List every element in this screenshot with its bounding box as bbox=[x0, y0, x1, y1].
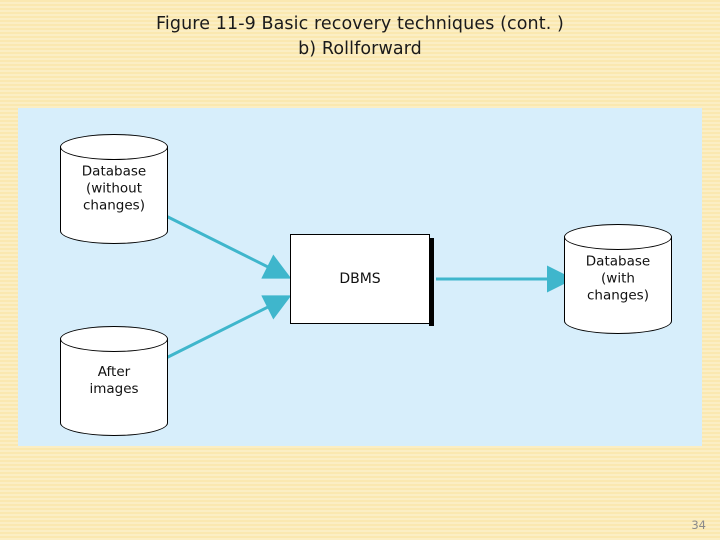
edge-after-images-to-dbms bbox=[165, 295, 292, 360]
cylinder-label-line-3: changes) bbox=[83, 197, 145, 214]
box-shadow-edge bbox=[429, 238, 434, 326]
cylinder-label-line-2: images bbox=[89, 381, 139, 397]
cylinder-label-line-2: (without bbox=[85, 180, 143, 197]
cylinder-label-line-3: changes) bbox=[587, 287, 649, 304]
cylinder-label-line-2: (with bbox=[601, 270, 635, 287]
cylinder-label: After images bbox=[60, 364, 168, 398]
cylinder-body bbox=[60, 147, 168, 231]
cylinder-database-without-changes: Database (without changes) bbox=[60, 134, 168, 244]
edge-db-without-to-dbms bbox=[165, 214, 292, 279]
cylinder-top bbox=[60, 134, 168, 160]
page-title: Figure 11-9 Basic recovery techniques (c… bbox=[0, 12, 720, 62]
cylinder-label: Database (with changes) bbox=[564, 254, 672, 305]
node-dbms-label: DBMS bbox=[339, 271, 381, 287]
cylinder-label-line-1: Database bbox=[585, 253, 651, 270]
title-line-1: Figure 11-9 Basic recovery techniques (c… bbox=[156, 14, 564, 34]
cylinder-after-images: After images bbox=[60, 326, 168, 436]
diagram-arrows bbox=[165, 214, 574, 360]
cylinder-label-line-1: Database bbox=[81, 163, 147, 180]
cylinder-top bbox=[564, 224, 672, 250]
figure-panel: Database (without changes) After images … bbox=[18, 108, 702, 446]
node-dbms: DBMS bbox=[290, 234, 434, 326]
cylinder-label-line-1: After bbox=[97, 364, 131, 380]
cylinder-label: Database (without changes) bbox=[60, 164, 168, 215]
cylinder-body bbox=[60, 339, 168, 423]
cylinder-top bbox=[60, 326, 168, 352]
title-line-2: b) Rollforward bbox=[298, 39, 422, 59]
page-number: 34 bbox=[691, 518, 706, 532]
cylinder-database-with-changes: Database (with changes) bbox=[564, 224, 672, 334]
cylinder-body bbox=[564, 237, 672, 321]
